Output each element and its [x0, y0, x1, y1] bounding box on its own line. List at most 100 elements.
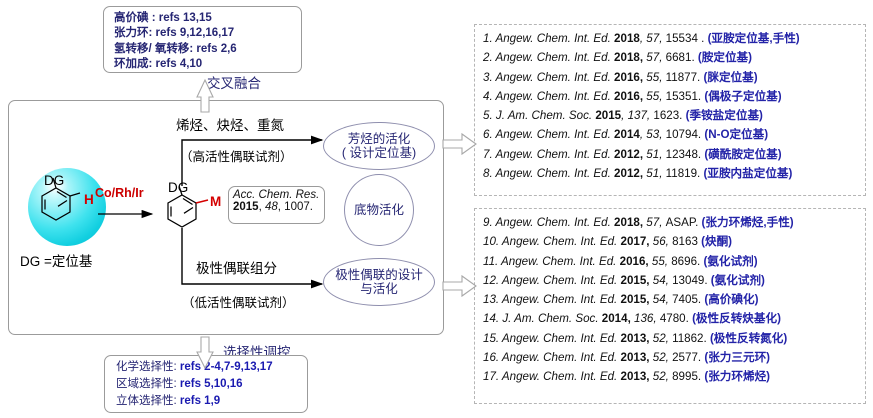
reference-year: 2016,: [619, 254, 649, 268]
reference-page: 8995.: [672, 370, 705, 384]
reference-number: 12.: [483, 273, 502, 287]
reference-tag: (炔酮): [701, 235, 733, 249]
reference-page: 1623.: [653, 109, 686, 123]
reference-number: 14.: [483, 312, 503, 326]
reference-volume: 51: [646, 147, 660, 161]
reference-journal: Angew. Chem. Int. Ed.: [495, 70, 615, 84]
reference-year: 2013,: [620, 370, 650, 384]
references-panel-top: 1. Angew. Chem. Int. Ed. 2018, 57, 15534…: [474, 24, 866, 196]
reference-year: 2013,: [620, 331, 650, 345]
reference-year: 2015: [595, 109, 622, 123]
ellipse-substrate-label: 底物活化: [353, 203, 404, 217]
top-summary-box: 高价碘 : refs 13,15 张力环: refs 9,12,16,17 氢转…: [103, 6, 302, 73]
selectivity-row: 区域选择性: refs 5,10,16: [116, 376, 307, 393]
acc-details: 2015, 48, 1007.: [233, 201, 313, 213]
reference-tag: (张力环烯烃,手性): [701, 216, 794, 229]
reference-journal: Angew. Chem. Int. Ed.: [501, 254, 620, 268]
selectivity-key: 区域选择性:: [116, 378, 180, 390]
reference-tag: (氨化试剂): [710, 273, 765, 287]
reference-page: 11877.: [665, 70, 704, 84]
ellipse-polar-coupling: 极性偶联的设计 与活化: [323, 258, 435, 306]
reference-page: 15351.: [665, 89, 705, 103]
reference-bottom-item: 15. Angew. Chem. Int. Ed. 2013, 52, 1186…: [483, 331, 788, 345]
reference-number: 16.: [483, 351, 502, 365]
reference-number: 13.: [483, 293, 502, 307]
top-summary-line-1: 高价碘 : refs 13,15: [114, 12, 212, 24]
reference-page: ASAP.: [665, 216, 702, 229]
reference-page: 7405.: [672, 293, 705, 307]
reference-year: 2016,: [614, 89, 644, 103]
branch-bottom-sublabel: （低活性偶联试剂）: [182, 296, 295, 310]
reference-number: 4.: [483, 89, 496, 103]
acc-volume: 48: [264, 201, 278, 213]
reference-tag: (极性反转炔基化): [692, 312, 781, 326]
reference-top-item: 3. Angew. Chem. Int. Ed. 2016, 55, 11877…: [483, 70, 758, 84]
reference-journal: Angew. Chem. Int. Ed.: [495, 147, 615, 161]
reference-volume: 53: [646, 128, 660, 142]
reference-tag: (亚胺内盐定位基): [703, 167, 793, 181]
reference-page: 15534 .: [665, 32, 708, 45]
reference-bottom-item: 11. Angew. Chem. Int. Ed. 2016, 55, 8696…: [483, 254, 758, 268]
selectivity-key: 立体选择性:: [116, 395, 180, 407]
reference-number: 2.: [483, 51, 496, 65]
catalyst-label: Co/Rh/Ir: [95, 186, 144, 200]
reference-tag: (张力三元环): [704, 351, 771, 365]
ellipse-aryl-line2: ( 设计定位基): [341, 146, 417, 160]
reference-page: 11819.: [665, 167, 704, 181]
selectivity-box: 化学选择性: refs 2-4,7-9,13,17 区域选择性: refs 5,…: [104, 355, 308, 413]
reference-year: 2014: [614, 128, 640, 142]
reference-page: 8696.: [671, 254, 704, 268]
reference-bottom-item: 9. Angew. Chem. Int. Ed. 2018, 57, ASAP.…: [483, 216, 794, 229]
reference-year: 2015,: [620, 273, 650, 287]
reference-tag: (N-O定位基): [704, 128, 769, 142]
reference-year: 2012,: [614, 167, 644, 181]
dg-definition-label: DG =定位基: [20, 254, 93, 269]
reference-page: 13049.: [672, 273, 711, 287]
reference-year: 2016,: [614, 70, 644, 84]
acc-page: 1007.: [284, 201, 313, 213]
acc-journal: Acc. Chem. Res.: [233, 189, 320, 201]
reference-page: 10794.: [665, 128, 705, 142]
top-summary-line-3: 氢转移/ 氧转移: refs 2,6: [114, 42, 237, 55]
reference-volume: 52: [652, 331, 666, 345]
reference-top-item: 5. J. Am. Chem. Soc. 2015, 137, 1623. (季…: [483, 109, 763, 123]
reference-volume: 55: [646, 89, 660, 103]
branch-top-sublabel: （高活性偶联试剂）: [180, 150, 293, 164]
selectivity-row: 化学选择性: refs 2-4,7-9,13,17: [116, 359, 307, 376]
reference-year: 2018,: [614, 51, 644, 65]
reference-volume: 55: [646, 70, 660, 84]
reference-volume: 55: [651, 254, 665, 268]
product-m-label: M: [210, 194, 222, 209]
product-dg-label: DG: [168, 180, 189, 195]
reference-volume: 136: [634, 312, 654, 326]
reference-volume: 52: [652, 351, 666, 365]
substrate-dg-label: DG: [44, 173, 65, 188]
selectivity-row: 立体选择性: refs 1,9: [116, 393, 307, 410]
reference-tag: (张力环烯烃): [704, 370, 771, 384]
cross-fusion-label: 交叉融合: [207, 76, 261, 91]
reference-tag: (季铵盐定位基): [685, 109, 763, 123]
reference-bottom-item: 13. Angew. Chem. Int. Ed. 2015, 54, 7405…: [483, 293, 759, 307]
reference-volume: 52: [652, 370, 666, 384]
reference-number: 6.: [483, 128, 496, 142]
reference-number: 3.: [483, 70, 496, 84]
ellipse-polar-line1: 极性偶联的设计: [335, 268, 423, 282]
reference-top-item: 1. Angew. Chem. Int. Ed. 2018, 57, 15534…: [483, 32, 800, 45]
reference-year: 2012,: [614, 147, 644, 161]
reference-top-item: 8. Angew. Chem. Int. Ed. 2012, 51, 11819…: [483, 167, 793, 181]
reference-tag: (脒定位基): [703, 70, 758, 84]
reference-journal: Angew. Chem. Int. Ed.: [495, 32, 615, 45]
reference-year: 2018: [614, 32, 640, 45]
reference-journal: Angew. Chem. Int. Ed.: [501, 370, 621, 384]
reference-page: 11862.: [672, 331, 710, 345]
top-summary-line-2: 张力环: refs 9,12,16,17: [114, 27, 235, 40]
reference-top-item: 2. Angew. Chem. Int. Ed. 2018, 57, 6681.…: [483, 51, 752, 65]
reference-tag: (氨化试剂): [703, 254, 758, 268]
reference-number: 10.: [483, 235, 502, 249]
acc-chem-res-citation-box: Acc. Chem. Res. 2015, 48, 1007.: [228, 186, 325, 224]
ellipse-polar-line2: 与活化: [360, 282, 398, 296]
reference-tag: (磺酰胺定位基): [704, 147, 782, 161]
reference-journal: Angew. Chem. Int. Ed.: [501, 235, 621, 249]
refs-top-arrow-icon: [442, 132, 477, 156]
reference-year: 2017,: [620, 235, 650, 249]
